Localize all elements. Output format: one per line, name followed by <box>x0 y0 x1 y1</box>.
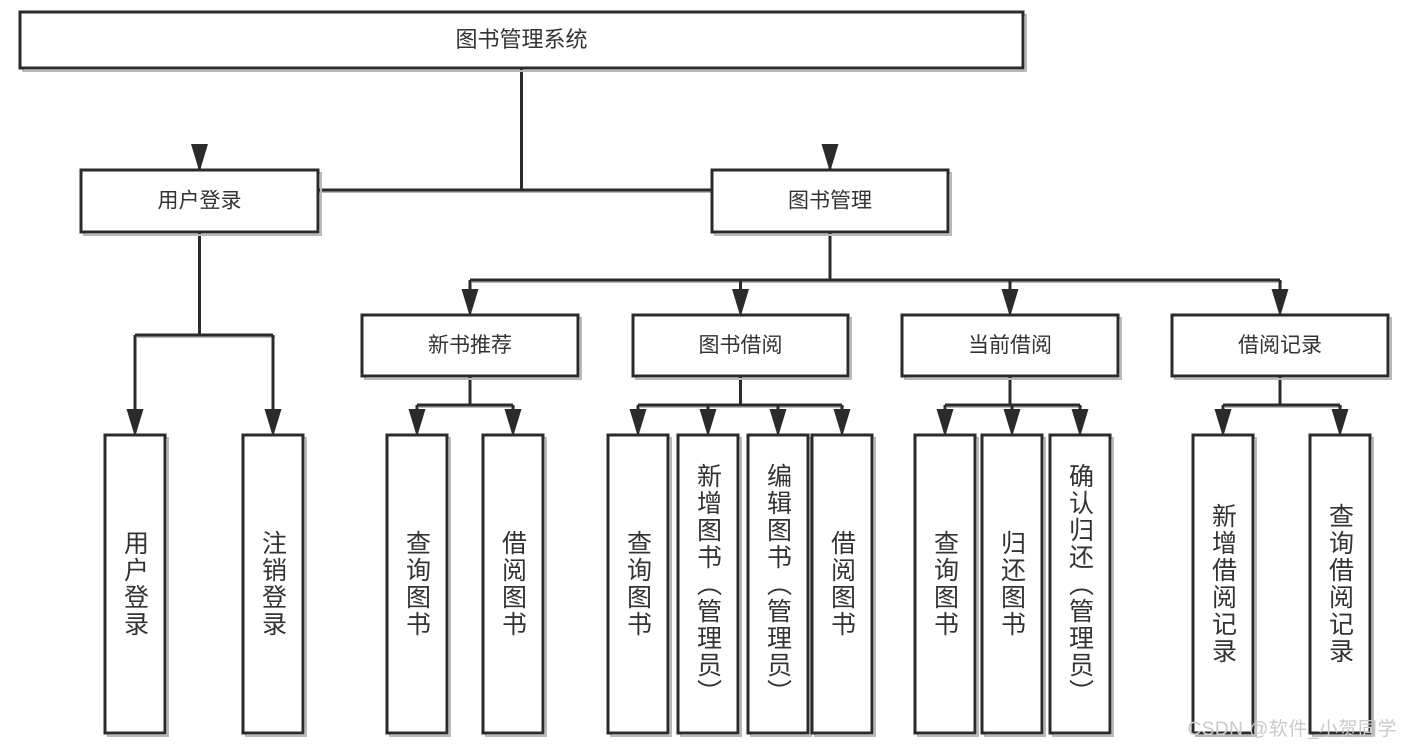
node-leaf-borrow-book[interactable] <box>810 433 876 737</box>
node-leaf-confirm-return-box[interactable] <box>1048 433 1112 735</box>
watermark-text: CSDN @软件_小贺同学 <box>1187 719 1397 740</box>
node-book-borrow-label: 图书借阅 <box>699 334 783 357</box>
node-new-book-recommend-label: 新书推荐 <box>428 334 512 357</box>
node-leaf-return-book[interactable] <box>980 433 1046 737</box>
node-borrow-record[interactable]: 借阅记录 <box>1170 313 1392 380</box>
node-book-borrow-box[interactable] <box>631 313 850 378</box>
node-leaf-user-login-box[interactable] <box>103 433 167 735</box>
node-leaf-query-book-current-box[interactable] <box>913 433 977 735</box>
node-book-management[interactable]: 图书管理 <box>710 168 952 236</box>
node-book-borrow[interactable]: 图书借阅 <box>631 313 852 380</box>
node-leaf-add-record-box[interactable] <box>1191 433 1255 735</box>
node-new-book-recommend[interactable]: 新书推荐 <box>360 313 582 380</box>
node-leaf-borrow-book-recommend[interactable] <box>481 433 547 737</box>
edges-layer <box>126 68 1349 437</box>
node-root-box[interactable] <box>18 10 1025 70</box>
node-user-login-label: 用户登录 <box>158 190 242 213</box>
node-leaf-logout[interactable] <box>241 433 307 737</box>
node-leaf-query-record[interactable] <box>1308 433 1374 737</box>
node-borrow-record-box[interactable] <box>1170 313 1390 378</box>
node-leaf-confirm-return[interactable] <box>1048 433 1114 737</box>
node-leaf-add-book[interactable] <box>676 433 742 737</box>
node-root[interactable]: 图书管理系统 <box>18 10 1027 72</box>
node-leaf-query-book-borrow[interactable] <box>606 433 672 737</box>
node-leaf-logout-box[interactable] <box>241 433 305 735</box>
node-user-login[interactable]: 用户登录 <box>79 168 322 236</box>
node-leaf-query-book-recommend-box[interactable] <box>385 433 449 735</box>
node-leaf-query-record-box[interactable] <box>1308 433 1372 735</box>
node-user-login-box[interactable] <box>79 168 320 234</box>
node-current-borrow[interactable]: 当前借阅 <box>900 313 1122 380</box>
node-leaf-edit-book[interactable] <box>746 433 812 737</box>
node-borrow-record-label: 借阅记录 <box>1238 334 1322 357</box>
node-leaf-borrow-book-box[interactable] <box>810 433 874 735</box>
node-leaf-borrow-book-recommend-box[interactable] <box>481 433 545 735</box>
node-leaf-query-book-recommend[interactable] <box>385 433 451 737</box>
node-leaf-add-record[interactable] <box>1191 433 1257 737</box>
node-root-label: 图书管理系统 <box>455 27 587 52</box>
node-book-management-box[interactable] <box>710 168 950 234</box>
node-leaf-return-book-box[interactable] <box>980 433 1044 735</box>
node-leaf-query-book-borrow-box[interactable] <box>606 433 670 735</box>
node-current-borrow-box[interactable] <box>900 313 1120 378</box>
node-book-management-label: 图书管理 <box>788 190 872 213</box>
node-current-borrow-label: 当前借阅 <box>968 334 1052 357</box>
node-leaf-query-book-current[interactable] <box>913 433 979 737</box>
node-leaf-edit-book-box[interactable] <box>746 433 810 735</box>
node-leaf-user-login[interactable] <box>103 433 169 737</box>
node-leaf-add-book-box[interactable] <box>676 433 740 735</box>
node-new-book-recommend-box[interactable] <box>360 313 580 378</box>
